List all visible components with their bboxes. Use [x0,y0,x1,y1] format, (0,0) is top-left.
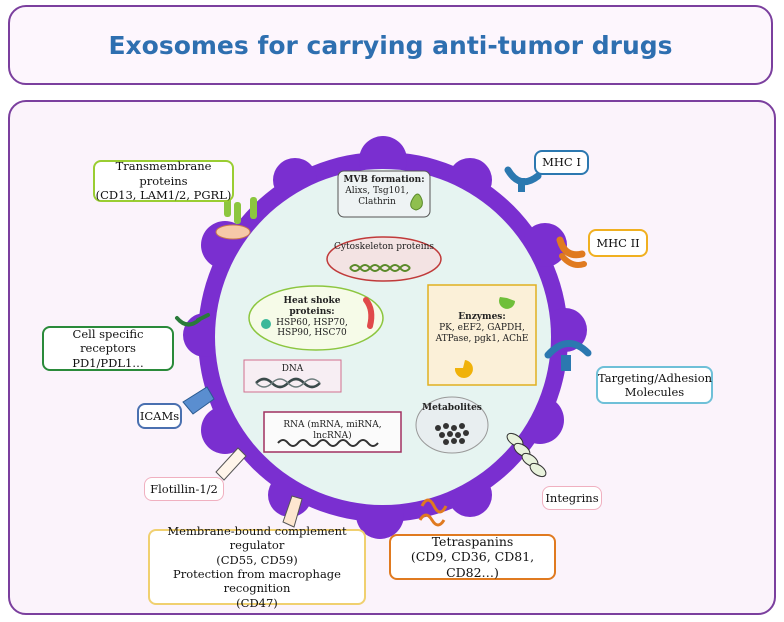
transmembrane-title: Transmembrane proteins [115,159,212,188]
dna-text: DNA [281,364,304,374]
cytoskeleton-fiber-icon [349,264,411,272]
targeting-label: Targeting/Adhesion Molecules [596,366,713,404]
mvb-label: MVB formation: Alixs, Tsg101, Clathrin [338,175,430,207]
enzyme-yellow-icon [454,360,473,378]
complement-title: Membrane-bound complement regulator [167,523,347,553]
mvb-items-line2: Clathrin [358,196,396,207]
dna-label: DNA [244,364,341,375]
heat-shock-ellipse [248,285,384,351]
title-box: Exosomes for carrying anti-tumor drugs [8,5,773,85]
metabolites-text: Metabolites [422,403,482,413]
tetraspanins-label: Tetraspanins (CD9, CD36, CD81, CD82…) [389,534,556,580]
tetraspanin-icon [418,498,448,527]
targeting-subtitle: Molecules [624,385,685,399]
flotillin-text: Flotillin-1/2 [150,481,218,496]
flotillin-icon [215,447,247,481]
tetraspanins-examples: (CD9, CD36, CD81, CD82…) [410,549,535,580]
clathrin-icon [410,193,423,211]
cell-receptors-examples: PD1/PDL1… [72,355,144,370]
enzymes-label: Enzymes: PK, eEF2, GAPDH, ATPase, pgk1, … [430,312,534,344]
enzymes-items-line1: PK, eEF2, GAPDH, [439,322,525,333]
heat-shock-items-line1: HSP60, HSP70, [276,317,348,328]
integrins-label: Integrins [542,486,602,510]
flotillin-label: Flotillin-1/2 [144,477,224,501]
icams-text: ICAMs [139,408,180,423]
mhc2-label: MHC II [588,229,648,257]
transmembrane-examples: (CD13, LAM1/2, PGRL) [95,188,232,203]
complement-examples: (CD55, CD59) [216,552,298,567]
cell-receptors-label: Cell specific receptors PD1/PDL1… [42,326,174,371]
cytoskeleton-label: Cytoskeleton proteins [327,242,441,253]
enzymes-title: Enzymes: [458,312,506,322]
mhc1-label: MHC I [534,150,589,175]
cytoskeleton-text: Cytoskeleton proteins [333,242,435,252]
complement-regulator-icon [282,495,303,528]
cd47-text: (CD47) [236,595,278,610]
page-title: Exosomes for carrying anti-tumor drugs [108,30,673,60]
complement-label: Membrane-bound complement regulator (CD5… [148,524,366,610]
mvb-box [337,170,431,218]
macrophage-protection-text: Protection from macrophage recognition [173,567,341,596]
targeting-title: Targeting/Adhesion [598,370,713,385]
tetraspanins-title: Tetraspanins [431,533,514,549]
heat-shock-title: Heat shoke proteins: [283,296,341,317]
transmembrane-label: Transmembrane proteins (CD13, LAM1/2, PG… [93,159,234,203]
targeting-molecule-icon [544,340,592,371]
metabolites-label: Metabolites [416,403,488,414]
cell-receptors-title: Cell specific receptors [72,326,144,356]
mhc1-text: MHC I [542,155,581,170]
mhc2-icon [556,236,587,268]
mhc1-icon [504,166,542,192]
mhc2-text: MHC II [596,235,640,250]
metabolite-dots-icon [435,423,469,445]
heat-shock-items-line2: HSP90, HSC70 [277,328,347,339]
rna-strand-icon [277,439,379,447]
mvb-title: MVB formation: [343,175,425,185]
dna-helix-icon [255,377,321,389]
enzymes-items-line2: ATPase, pgk1, AChE [435,333,529,344]
enzyme-green-icon [499,297,515,309]
hsp-dot-icon [261,319,271,329]
icam-icon [182,386,215,415]
rna-text: RNA (mRNA, miRNA, lncRNA) [283,420,382,441]
heat-shock-label: Heat shoke proteins: HSP60, HSP70, HSP90… [262,296,362,339]
cell-receptor-icon [175,313,210,327]
metabolites-ellipse [415,396,489,454]
integrin-icon [506,432,547,478]
integrins-text: Integrins [545,490,599,505]
rna-label: RNA (mRNA, miRNA, lncRNA) [264,420,401,442]
mvb-items-line1: Alixs, Tsg101, [345,185,409,196]
icams-label: ICAMs [137,403,182,429]
hsp-fragment-icon [363,297,375,329]
enzymes-box [427,284,537,386]
